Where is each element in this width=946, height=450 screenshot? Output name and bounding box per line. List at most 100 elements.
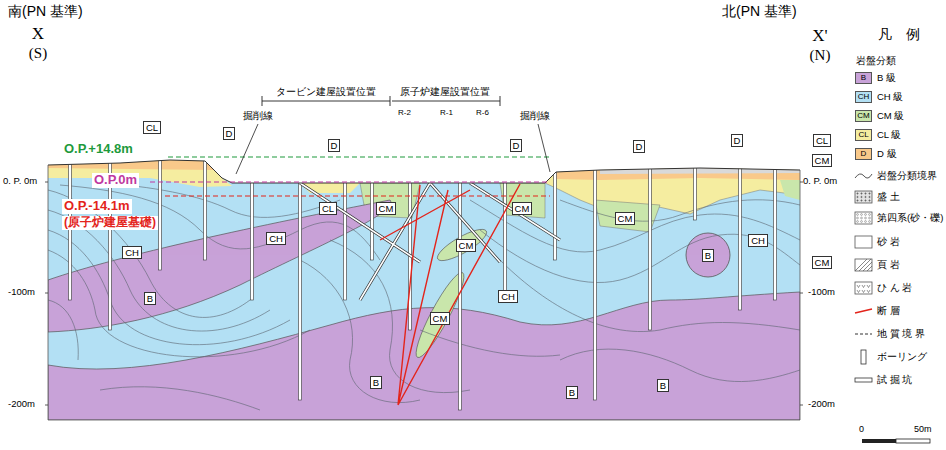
rock-class-box: B bbox=[702, 249, 714, 262]
legend-sample bbox=[855, 259, 872, 271]
rock-class-code: D bbox=[331, 140, 338, 151]
legend-sample bbox=[855, 378, 872, 382]
borehole bbox=[409, 170, 412, 330]
rock-class-box: B bbox=[657, 379, 669, 392]
rock-class-box: CH bbox=[498, 290, 518, 303]
legend-sample bbox=[855, 309, 872, 313]
rock-class-code: CH bbox=[125, 247, 139, 258]
legend-text: 試 掘 坑 bbox=[877, 375, 912, 386]
rock-class-code: CM bbox=[459, 240, 474, 251]
legend-sample bbox=[865, 221, 867, 223]
rock-class-code: CH bbox=[501, 291, 515, 302]
rock-class-code: CH bbox=[751, 235, 765, 246]
legend-sample bbox=[857, 193, 858, 194]
inclined-borehole bbox=[300, 183, 560, 300]
rock-class-box: CM bbox=[430, 312, 451, 325]
legend-sample bbox=[867, 290, 870, 293]
section-label: (原子炉建屋基礎) bbox=[62, 216, 158, 230]
section-label: 50m bbox=[914, 424, 932, 434]
axis-tick bbox=[45, 182, 803, 405]
legend-sample bbox=[855, 259, 872, 271]
legend-sample bbox=[861, 350, 866, 364]
rock-class-box: CM bbox=[376, 202, 397, 215]
bedding-line bbox=[48, 250, 310, 357]
section-label: 南(PN 基準) bbox=[8, 3, 83, 19]
cm-lens bbox=[434, 224, 490, 266]
legend-sample bbox=[861, 350, 866, 364]
rock-class-code: CL bbox=[322, 203, 334, 214]
bedding-line bbox=[300, 260, 420, 403]
legend-sample bbox=[869, 193, 870, 194]
rock-class-box: CH bbox=[748, 234, 768, 247]
rock-class-box: B bbox=[370, 376, 382, 389]
legend-sample bbox=[861, 214, 863, 216]
legend-sample bbox=[865, 217, 867, 219]
bedding-line bbox=[100, 387, 260, 410]
section-label: R-6 bbox=[476, 108, 489, 117]
legend-text: ひ ん 岩 bbox=[877, 283, 912, 294]
rock-class-code: D bbox=[636, 141, 643, 152]
borehole bbox=[774, 160, 777, 300]
rock-class-box: D bbox=[223, 127, 236, 140]
borehole bbox=[204, 150, 207, 260]
leader-line bbox=[236, 124, 550, 174]
rock-zones bbox=[40, 150, 810, 430]
legend-sample bbox=[865, 196, 866, 197]
legend-text: 岩盤分類境界 bbox=[877, 171, 937, 182]
borehole bbox=[251, 170, 254, 300]
legend-sample bbox=[867, 266, 872, 271]
borehole bbox=[344, 170, 347, 300]
legend-text: D 級 bbox=[877, 149, 897, 160]
section-label: -100m bbox=[8, 287, 35, 298]
section-label: 岩盤分類 bbox=[856, 55, 896, 67]
section-label: B bbox=[861, 73, 866, 82]
legend-text: 地 質 境 界 bbox=[877, 329, 925, 340]
bedding-line bbox=[60, 185, 380, 260]
bedding-line bbox=[470, 200, 800, 252]
section-label: CM bbox=[857, 111, 869, 120]
bedding-line bbox=[420, 330, 560, 356]
rock-class-box: CM bbox=[812, 154, 833, 167]
inclined-borehole bbox=[300, 183, 560, 300]
legend-sample bbox=[855, 378, 872, 382]
legend-sample bbox=[869, 214, 871, 216]
section-label: タービン建屋設置位置 bbox=[276, 86, 376, 98]
legend-sample bbox=[857, 221, 859, 223]
legend-sample bbox=[861, 217, 863, 219]
section-label: 0 bbox=[859, 424, 864, 434]
rock-class-box: D bbox=[731, 134, 744, 147]
legend-sample bbox=[861, 200, 862, 201]
rock-class-code: CM bbox=[815, 257, 830, 268]
section-label: 掘削線 bbox=[243, 110, 273, 122]
rock-class-code: CL bbox=[816, 135, 828, 146]
section-label: -100m bbox=[808, 287, 835, 298]
b-zone bbox=[48, 292, 800, 420]
legend-text: CH 級 bbox=[877, 92, 903, 103]
rock-class-box: CL bbox=[813, 134, 831, 147]
legend-sample bbox=[865, 193, 866, 194]
legend-sample bbox=[867, 285, 870, 288]
bedding-line bbox=[480, 230, 800, 283]
rock-class-code: CL bbox=[146, 122, 158, 133]
legend-text: 砂 岩 bbox=[877, 237, 900, 248]
legend-sample bbox=[855, 191, 872, 203]
legend-sample bbox=[855, 212, 872, 224]
legend-sample bbox=[861, 221, 863, 223]
legend-sample bbox=[855, 191, 872, 203]
bedding-line bbox=[100, 183, 340, 217]
rock-class-box: D bbox=[633, 140, 646, 153]
fault-line bbox=[380, 184, 520, 405]
section-label: O.P.-14.1m bbox=[62, 199, 132, 214]
rock-class-code: CH bbox=[269, 233, 283, 244]
legend-sample bbox=[855, 174, 872, 178]
legend-sample bbox=[855, 282, 872, 294]
rock-class-code: D bbox=[513, 140, 520, 151]
legend-sample bbox=[865, 200, 866, 201]
legend-sample bbox=[855, 212, 872, 224]
borehole bbox=[694, 160, 697, 220]
rock-class-box: B bbox=[566, 386, 578, 399]
legend-sample bbox=[855, 334, 872, 335]
legend-sample bbox=[855, 334, 872, 335]
rock-class-code: B bbox=[373, 377, 379, 388]
section-label: 凡 例 bbox=[878, 26, 920, 42]
